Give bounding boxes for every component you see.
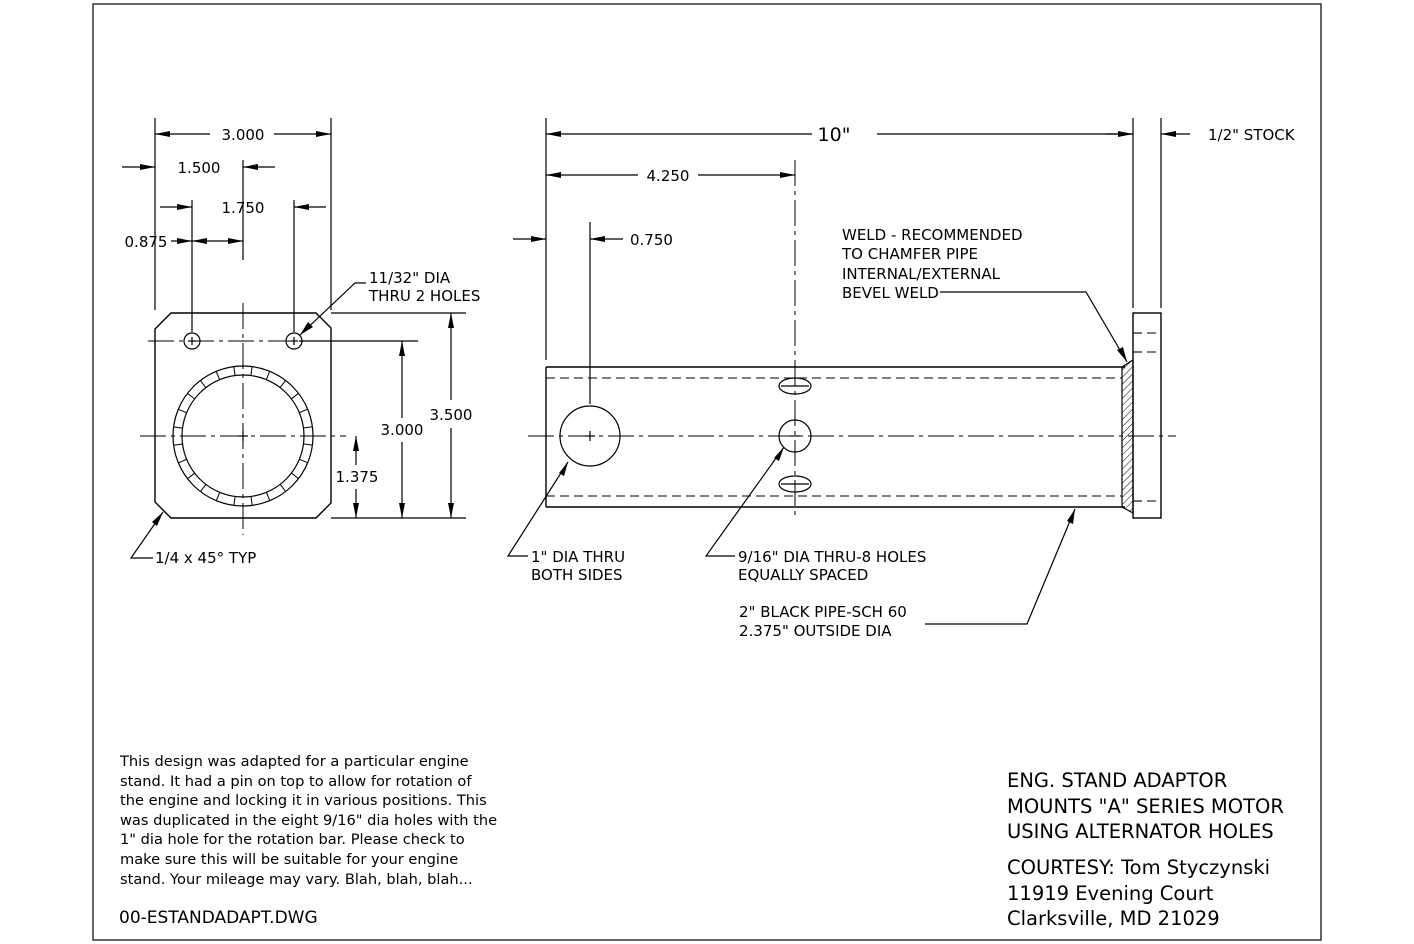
small-holes-note-line2: EQUALLY SPACED bbox=[738, 566, 868, 584]
flange-plate bbox=[1132, 312, 1162, 519]
dim-3000-height: 3.000 bbox=[381, 421, 424, 439]
weld-segment-tick bbox=[303, 426, 313, 429]
weld-segment-tick bbox=[250, 496, 253, 506]
weld-segment-tick bbox=[178, 408, 187, 414]
weld-segment-tick bbox=[279, 380, 286, 388]
dim-1500: 1.500 bbox=[178, 159, 221, 177]
big-hole-note-line1: 1" DIA THRU bbox=[531, 548, 625, 566]
file-name: 00-ESTANDADAPT.DWG bbox=[119, 908, 318, 928]
weld-segment-tick bbox=[291, 392, 299, 400]
dim-1750: 1.750 bbox=[222, 199, 265, 217]
small-holes-note-line1: 9/16" DIA THRU-8 HOLES bbox=[738, 548, 926, 566]
weld-segment-tick bbox=[265, 371, 271, 380]
dim-length-10: 10" bbox=[818, 124, 851, 146]
title-block-courtesy: COURTESY: Tom Styczynski 11919 Evening C… bbox=[1007, 856, 1271, 930]
weld-segment-tick bbox=[187, 393, 195, 400]
weld-note-line4: BEVEL WELD bbox=[842, 284, 939, 302]
end-view-plate bbox=[154, 312, 332, 519]
weld-segment-tick bbox=[233, 496, 236, 506]
weld-segment-tick bbox=[215, 371, 221, 380]
hole-note-line2: THRU 2 HOLES bbox=[368, 287, 480, 305]
description-note: This design was adapted for a particular… bbox=[120, 753, 498, 888]
weld-segment-tick bbox=[173, 426, 183, 429]
pipe-note-line1: 2" BLACK PIPE-SCH 60 bbox=[739, 603, 907, 621]
hole-note-line1: 11/32" DIA bbox=[369, 269, 451, 287]
weld-segment-tick bbox=[199, 380, 207, 388]
weld-segment-tick bbox=[291, 472, 299, 479]
weld-segment-tick bbox=[200, 484, 207, 492]
weld-segment-tick bbox=[299, 408, 308, 414]
weld-segment-tick bbox=[265, 492, 271, 501]
end-view: 3.000 1.500 1.750 0.875 11/32" DIA THRU … bbox=[122, 118, 480, 567]
weld-segment-tick bbox=[178, 458, 187, 464]
dim-width-3000: 3.000 bbox=[222, 126, 265, 144]
side-view: 10" 1/2" STOCK 4.250 0.750 WELD - RECOMM… bbox=[506, 118, 1296, 640]
drawing-border bbox=[92, 3, 1322, 941]
dim-0875: 0.875 bbox=[125, 233, 168, 251]
weld-segment-tick bbox=[299, 458, 308, 464]
dim-3500: 3.500 bbox=[430, 406, 473, 424]
weld-note-line2: TO CHAMFER PIPE bbox=[841, 245, 978, 263]
chamfer-note: 1/4 x 45° TYP bbox=[155, 549, 256, 567]
weld-segment-tick bbox=[187, 472, 195, 480]
pipe-note-line2: 2.375" OUTSIDE DIA bbox=[739, 622, 892, 640]
weld-note-line3: INTERNAL/EXTERNAL bbox=[842, 265, 1001, 283]
weld-segment-tick bbox=[303, 443, 313, 446]
weld-note-line1: WELD - RECOMMENDED bbox=[842, 226, 1023, 244]
weld-segment-tick bbox=[215, 492, 221, 501]
title-block-title: ENG. STAND ADAPTOR MOUNTS "A" SERIES MOT… bbox=[1007, 769, 1284, 843]
weld-segment-tick bbox=[279, 484, 287, 492]
big-hole bbox=[559, 405, 621, 467]
weld-segments bbox=[173, 366, 313, 506]
dim-1375: 1.375 bbox=[336, 468, 379, 486]
big-hole-note-line2: BOTH SIDES bbox=[531, 566, 623, 584]
dim-0750: 0.750 bbox=[630, 231, 673, 249]
stock-note: 1/2" STOCK bbox=[1208, 126, 1296, 144]
weld-segment-tick bbox=[250, 366, 253, 376]
dim-4250: 4.250 bbox=[647, 167, 690, 185]
weld-segment-tick bbox=[233, 366, 236, 376]
weld-segment-tick bbox=[173, 443, 183, 446]
